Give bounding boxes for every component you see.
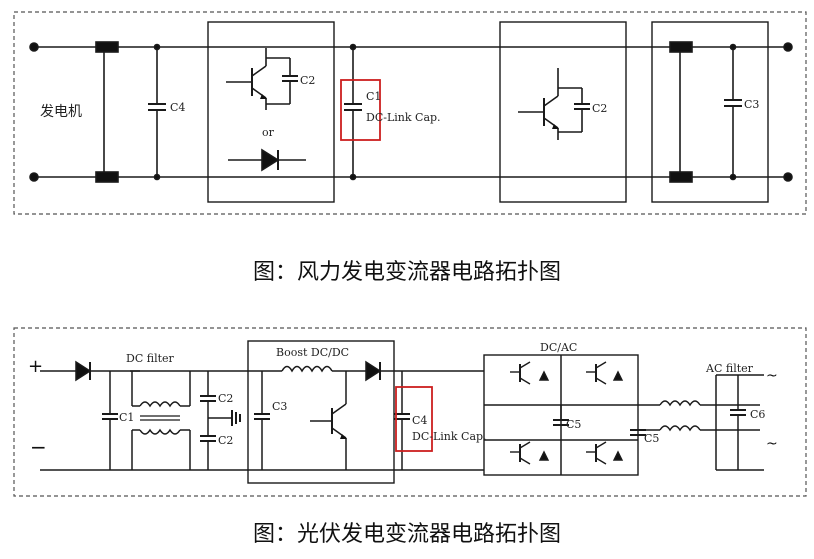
pv-c2b-label: C2 bbox=[218, 434, 233, 447]
generator-label: 发电机 bbox=[40, 104, 82, 120]
pv-c5a-label: C5 bbox=[566, 418, 581, 431]
pv-boost-label: Boost DC/DC bbox=[276, 346, 349, 359]
wind-dclink-highlight bbox=[340, 79, 381, 141]
generator-inductor-top bbox=[95, 41, 119, 53]
pv-dashed-border bbox=[13, 327, 807, 497]
wind-caption: 图：风力发电变流器电路拓扑图 bbox=[253, 260, 561, 285]
pv-dcac-label: DC/AC bbox=[540, 341, 577, 354]
pv-ac-filter-label: AC filter bbox=[705, 362, 754, 375]
wind-c2b-label: C2 bbox=[592, 102, 607, 115]
pv-ac-tilde-bottom: ~ bbox=[766, 436, 778, 452]
pv-caption: 图：光伏发电变流器电路拓扑图 bbox=[253, 522, 561, 547]
pv-dclink-label: DC-Link Cap. bbox=[412, 430, 487, 443]
pv-boost-box bbox=[247, 340, 395, 484]
wind-c2-label: C2 bbox=[300, 74, 315, 87]
wind-rectifier-box bbox=[207, 21, 335, 203]
pv-ac-tilde-top: ~ bbox=[766, 368, 778, 384]
pv-c3-label: C3 bbox=[272, 400, 287, 413]
wind-c1-label: C1 bbox=[366, 90, 381, 103]
generator-inductor-bottom bbox=[95, 171, 119, 183]
pv-c6-label: C6 bbox=[750, 408, 765, 421]
pv-c5b-label: C5 bbox=[644, 432, 659, 445]
wind-dclink-label: DC-Link Cap. bbox=[366, 111, 441, 124]
wind-inverter-box bbox=[499, 21, 627, 203]
pv-c1-label: C1 bbox=[119, 411, 134, 424]
pv-dc-filter-label: DC filter bbox=[126, 352, 175, 365]
wind-converter-diagram bbox=[13, 11, 807, 215]
pv-dclink-highlight bbox=[395, 386, 433, 452]
pv-minus-label: − bbox=[30, 435, 47, 459]
pv-converter-diagram bbox=[13, 327, 807, 497]
pv-c2a-label: C2 bbox=[218, 392, 233, 405]
wind-c4-label: C4 bbox=[170, 101, 185, 114]
wind-c3-label: C3 bbox=[744, 98, 759, 111]
wind-or-label: or bbox=[262, 126, 275, 139]
wind-dashed-border bbox=[13, 11, 807, 215]
wind-output-filter-box bbox=[651, 21, 769, 203]
pv-plus-label: + bbox=[28, 356, 43, 377]
pv-c4-label: C4 bbox=[412, 414, 427, 427]
